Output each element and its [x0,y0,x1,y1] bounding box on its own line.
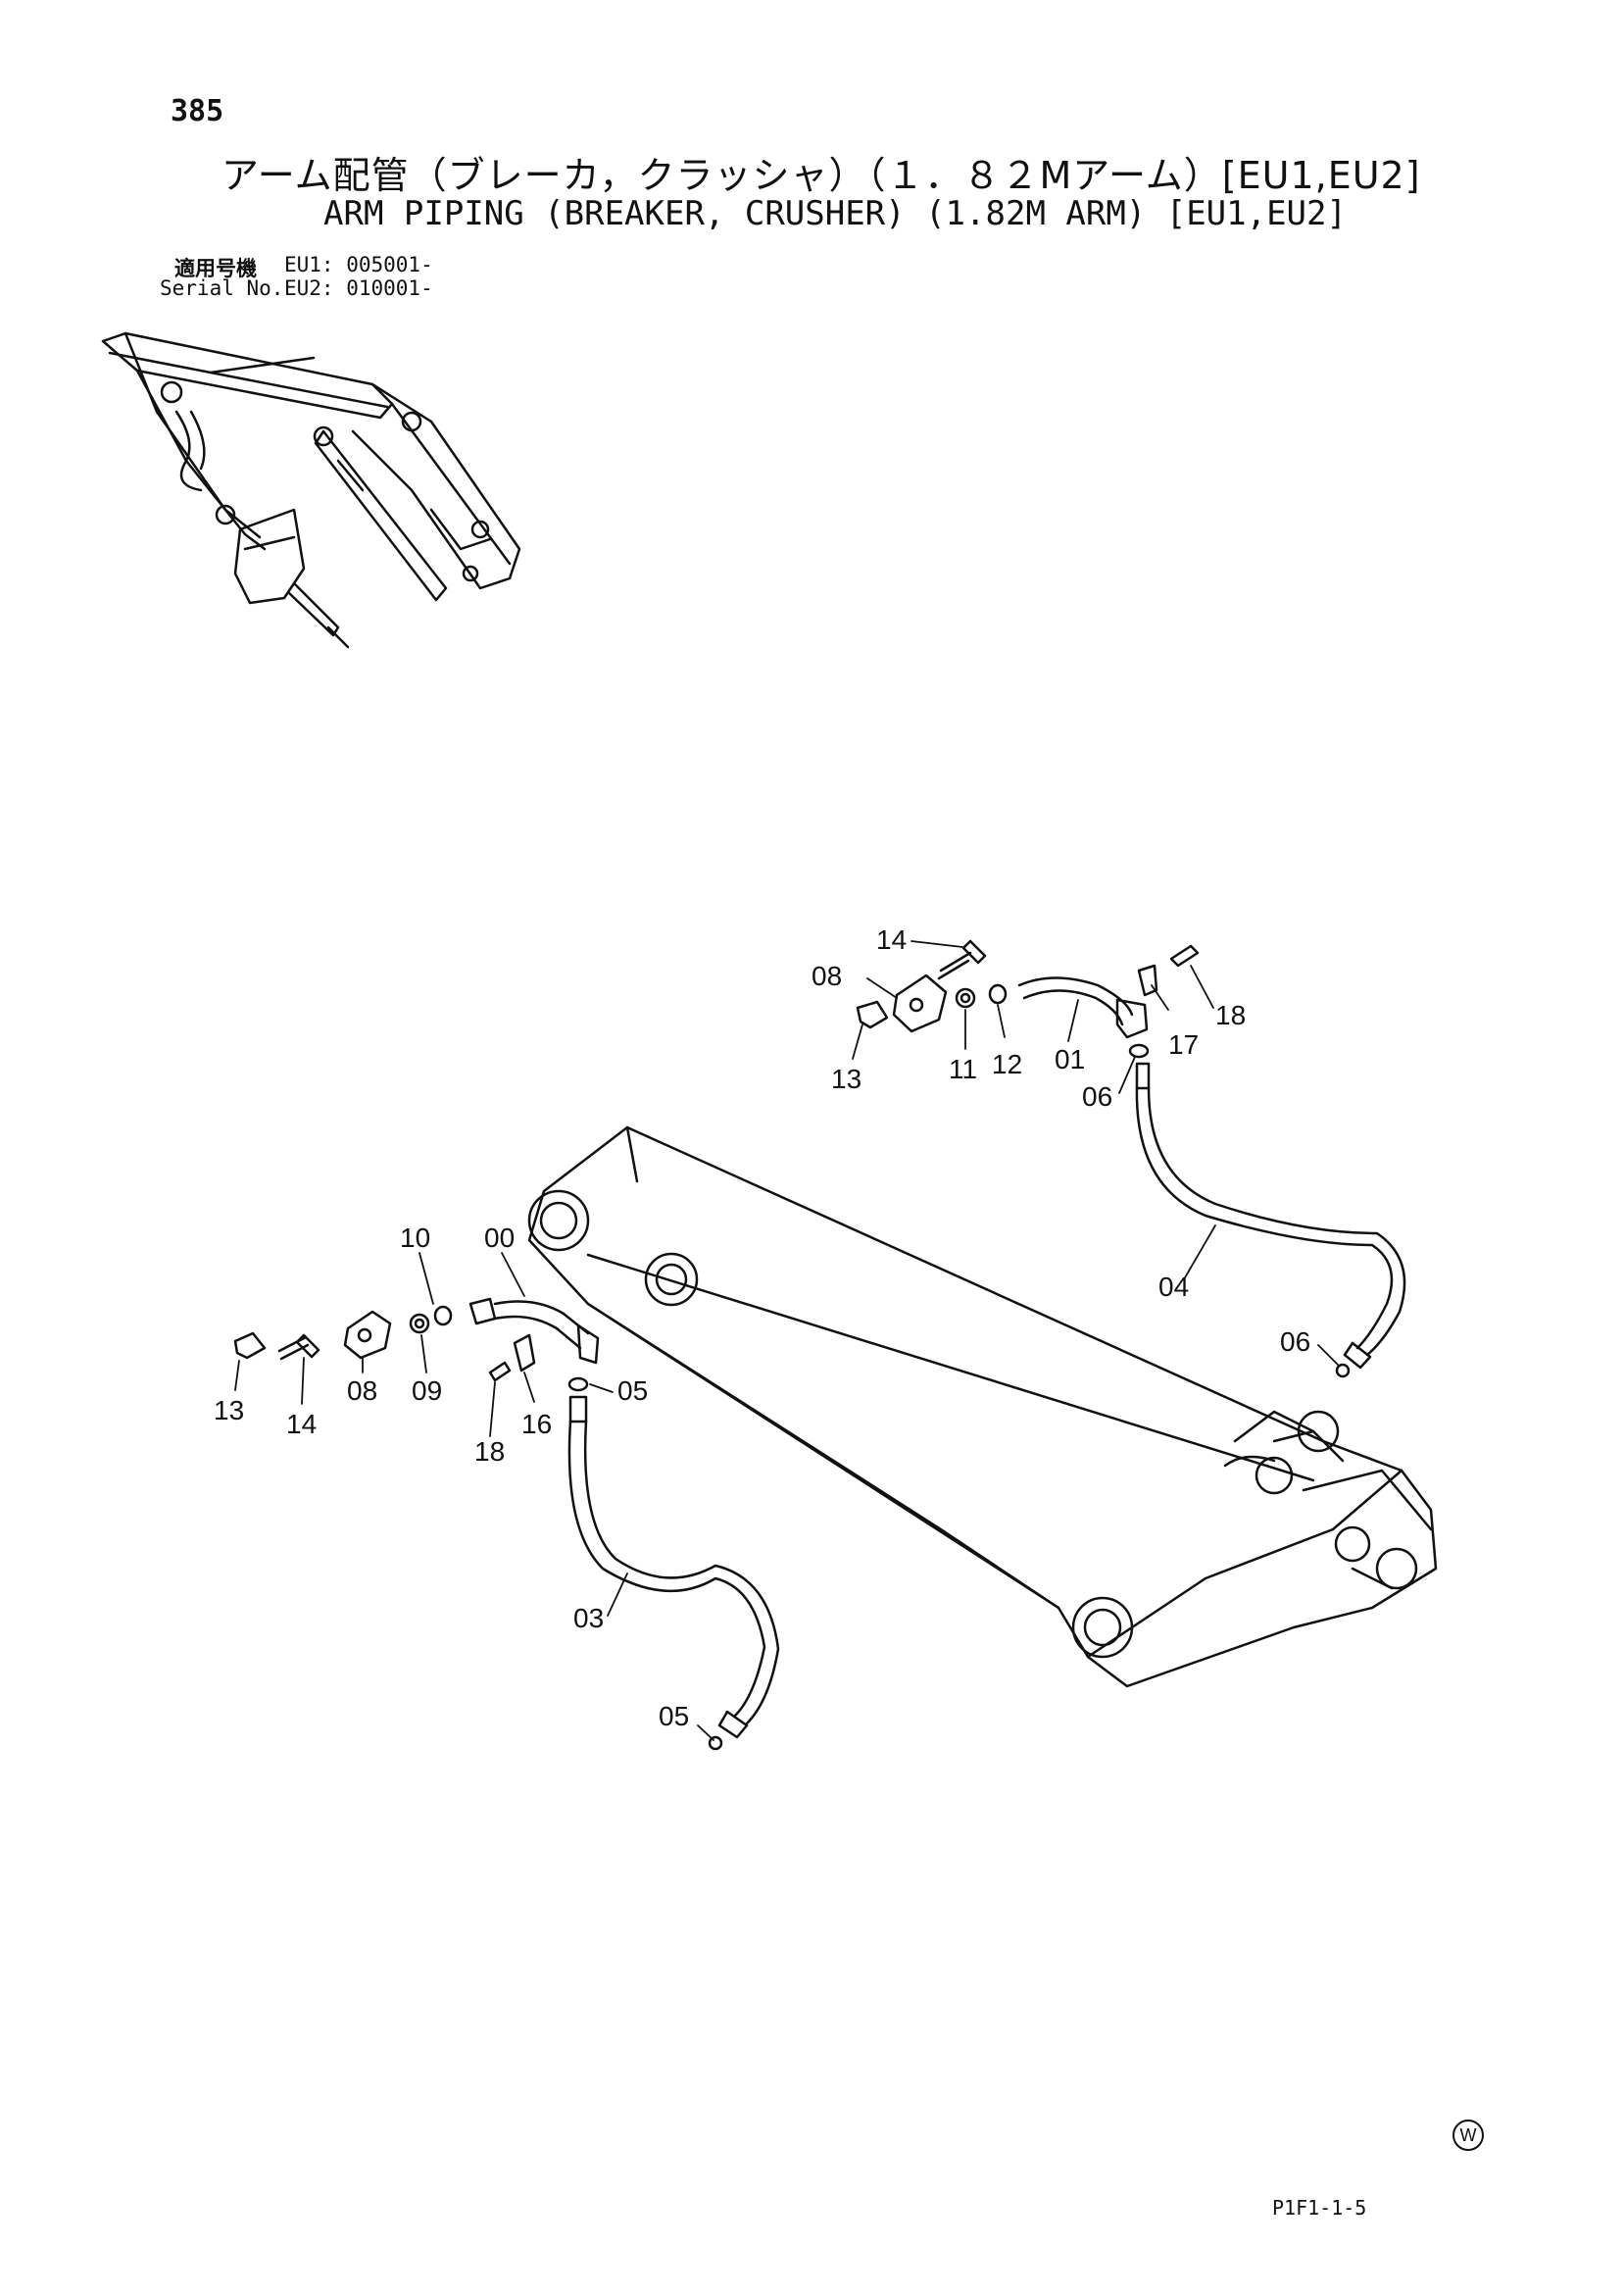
arm-body [527,1125,1438,1688]
callout-08-upper: 08 [812,961,842,991]
callout-17: 17 [1168,1029,1199,1060]
page-number: 385 [171,94,224,128]
page-title-japanese: アーム配管（ブレーカ，クラッシャ）（１．８２Mアーム）[EU1,EU2] [221,154,1421,197]
callout-06-upper: 06 [1082,1081,1112,1112]
callout-04: 04 [1158,1272,1189,1302]
callout-18-upper: 18 [1215,1000,1246,1030]
callout-06-lower: 06 [1280,1326,1310,1357]
callout-12: 12 [992,1049,1022,1079]
page-title-english: ARM PIPING (BREAKER, CRUSHER) (1.82M ARM… [323,194,1347,233]
callout-11: 11 [949,1054,977,1084]
callout-05-upper: 05 [617,1375,648,1406]
serial-label-japanese: 適用号機 [174,257,257,280]
callout-03: 03 [573,1603,604,1633]
callout-01: 01 [1055,1044,1085,1074]
callout-14-upper: 14 [876,924,907,955]
upper-piping-assembly [856,939,1406,1378]
callout-18-lower: 18 [474,1436,505,1467]
thumbnail-excavator-attachment [101,331,521,649]
callout-13-lower: 13 [214,1395,244,1425]
serial-label-english: Serial No. [160,276,284,300]
serial-eu2: EU2: 010001- [284,276,433,300]
callout-00: 00 [484,1223,515,1253]
leader-lines [234,940,1339,1741]
footer-code: P1F1-1-5 [1272,2196,1367,2220]
serial-eu1: EU1: 005001- [284,253,433,276]
callout-08-lower: 08 [347,1375,377,1406]
callout-labels: 14 08 13 11 12 01 17 18 06 04 06 10 00 1… [214,924,1310,1731]
callout-05-lower: 05 [659,1701,689,1731]
w-mark-icon: W [1452,2120,1484,2151]
lower-piping-assembly [233,1297,780,1751]
callout-10: 10 [400,1223,430,1253]
callout-16: 16 [521,1409,552,1439]
callout-14-lower: 14 [286,1409,317,1439]
callout-09: 09 [412,1375,442,1406]
callout-13-upper: 13 [831,1064,861,1094]
